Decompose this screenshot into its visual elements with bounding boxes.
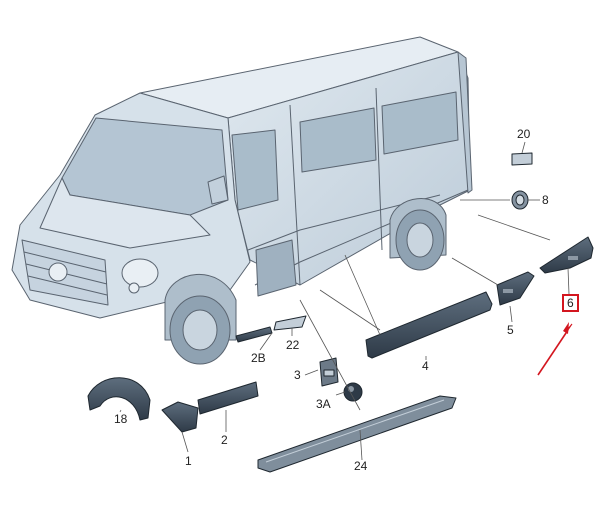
part-20-badge — [511, 152, 533, 166]
callout-5: 5 — [507, 323, 514, 337]
parts — [87, 152, 594, 473]
callout-3a: 3A — [316, 397, 331, 411]
part-6-rear-trim — [539, 236, 594, 274]
callout-22: 22 — [286, 338, 300, 352]
callout-24: 24 — [354, 459, 368, 473]
cab-door-window — [231, 129, 279, 211]
part-18-arch-trim — [87, 377, 151, 421]
callout-6-highlighted: 6 — [562, 294, 579, 312]
callout-2: 2 — [221, 433, 228, 447]
callout-18: 18 — [114, 412, 128, 426]
callout-20: 20 — [517, 127, 531, 141]
van-body — [11, 36, 473, 365]
red-arrow — [537, 322, 573, 376]
leader-lines — [119, 141, 570, 461]
part-2b-strip — [235, 326, 273, 343]
part-22-plate — [273, 315, 307, 331]
part-24-sill — [257, 395, 457, 473]
callout-1: 1 — [185, 454, 192, 468]
callout-4: 4 — [422, 359, 429, 373]
side-window-1 — [299, 107, 377, 173]
part-2-strip — [197, 381, 259, 415]
hood — [39, 177, 211, 249]
headlight — [121, 258, 159, 288]
part-1-corner — [161, 401, 199, 433]
part-5-trim — [496, 271, 535, 306]
door-step — [255, 239, 297, 297]
vw-badge — [48, 262, 68, 282]
callout-8: 8 — [542, 193, 549, 207]
side-window-2 — [381, 91, 459, 155]
callout-2b: 2B — [251, 351, 266, 365]
part-4-long-trim — [365, 291, 493, 359]
mirror — [207, 175, 229, 205]
van-rear-edge — [457, 51, 473, 194]
callout-3: 3 — [294, 368, 301, 382]
